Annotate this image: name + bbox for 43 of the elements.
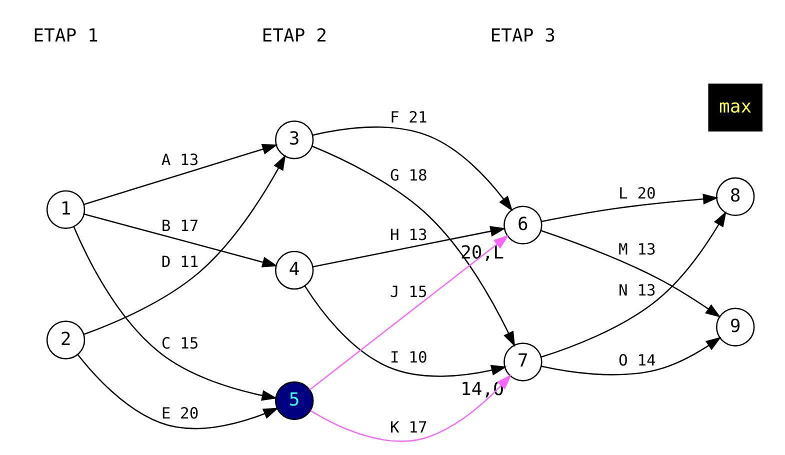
arrow <box>84 214 278 268</box>
arrow <box>77 354 279 430</box>
arrow <box>312 126 513 212</box>
node-circle: 1 <box>46 190 86 229</box>
edge-label: O 14 <box>618 351 656 370</box>
edge-label: L 20 <box>618 184 656 203</box>
node-circle: 4 <box>274 250 314 290</box>
arrow <box>310 374 512 442</box>
edge-label: B 17 <box>161 217 199 236</box>
label: ETAP 1 <box>33 25 98 46</box>
node-circle: 2 <box>46 320 86 360</box>
edge-label: G 18 <box>390 166 428 185</box>
label: ETAP 2 <box>262 25 327 46</box>
node-circle: 3 <box>274 120 314 160</box>
arrow <box>542 194 719 222</box>
arrow <box>309 234 510 390</box>
arrow <box>73 226 278 401</box>
edge-label: M 13 <box>618 240 656 258</box>
edge-label: I 10 <box>390 348 428 367</box>
arrow <box>84 154 286 336</box>
edge-label: E 20 <box>161 404 199 422</box>
node-circle: 5 <box>274 381 314 420</box>
edge-label: K 17 <box>390 418 428 436</box>
label: ETAP 3 <box>490 25 556 46</box>
label: max <box>719 96 752 118</box>
arrow <box>541 336 722 376</box>
arrow <box>312 146 516 348</box>
arrow <box>312 226 506 268</box>
edge-label: N 13 <box>618 282 656 300</box>
node-circle: 9 <box>716 308 755 346</box>
edge-label: H 13 <box>390 226 428 244</box>
edge-label: C 15 <box>161 334 199 353</box>
node-circle: 6 <box>504 206 542 244</box>
edge-label: J 15 <box>390 282 428 301</box>
edge-label: F 21 <box>390 108 428 127</box>
arrow <box>541 211 726 358</box>
arrow <box>304 286 507 377</box>
node-circle: 7 <box>504 342 542 382</box>
edge-label: D 11 <box>161 253 199 272</box>
arrow <box>540 230 721 318</box>
edge-label: A 13 <box>161 151 199 170</box>
arrow <box>84 144 278 205</box>
node-circle: 8 <box>716 177 755 216</box>
